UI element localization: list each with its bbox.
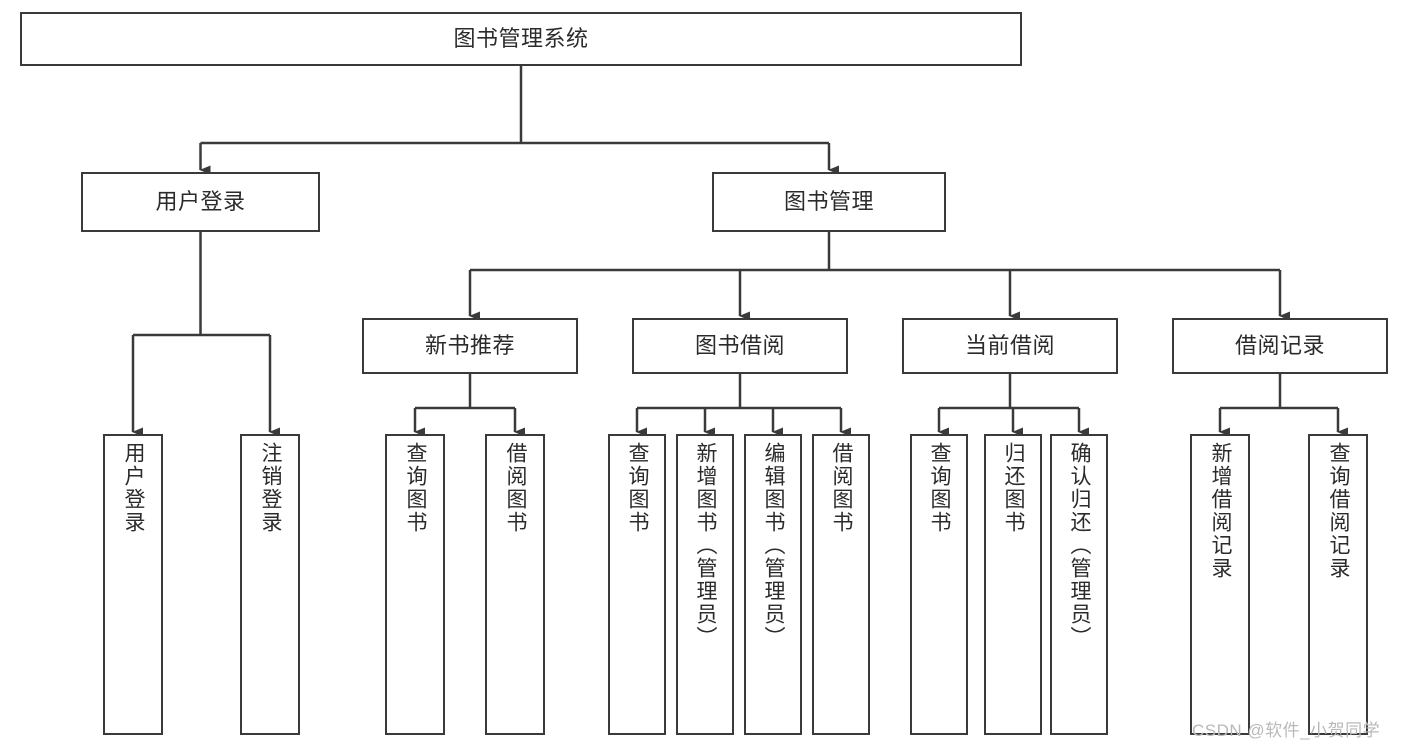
- node-records[interactable]: 借阅记录: [1172, 318, 1388, 374]
- node-leaf-nb-query[interactable]: 查询图书: [385, 434, 445, 735]
- node-label-newbook: 新书推荐: [424, 333, 515, 359]
- node-leaf-re-add[interactable]: 新增借阅记录: [1190, 434, 1250, 735]
- node-label-leaf-cu-query: 查询图书: [928, 442, 952, 534]
- node-leaf-bo-borrow[interactable]: 借阅图书: [812, 434, 870, 735]
- node-leaf-nb-borrow[interactable]: 借阅图书: [485, 434, 545, 735]
- node-label-records: 借阅记录: [1234, 333, 1325, 359]
- node-leaf-cu-query[interactable]: 查询图书: [910, 434, 968, 735]
- node-leaf-bo-edit[interactable]: 编辑图书（管理员）: [744, 434, 802, 735]
- node-label-borrow: 图书借阅: [694, 333, 785, 359]
- node-label-leaf-user-logout: 注销登录: [259, 442, 283, 534]
- node-leaf-re-query[interactable]: 查询借阅记录: [1308, 434, 1368, 735]
- node-label-leaf-cu-return: 归还图书: [1002, 442, 1026, 534]
- node-newbook[interactable]: 新书推荐: [362, 318, 578, 374]
- watermark-text: CSDN @软件_小贺同学: [1192, 721, 1381, 740]
- node-login[interactable]: 用户登录: [81, 172, 320, 232]
- node-leaf-bo-add[interactable]: 新增图书（管理员）: [676, 434, 734, 735]
- node-label-leaf-nb-borrow: 借阅图书: [504, 442, 528, 534]
- node-bookmgmt[interactable]: 图书管理: [712, 172, 946, 232]
- node-label-leaf-bo-add: 新增图书（管理员）: [694, 442, 718, 649]
- node-leaf-bo-query[interactable]: 查询图书: [608, 434, 666, 735]
- node-leaf-cu-return[interactable]: 归还图书: [984, 434, 1042, 735]
- node-leaf-cu-confirm[interactable]: 确认归还（管理员）: [1050, 434, 1108, 735]
- node-leaf-user-login[interactable]: 用户登录: [103, 434, 163, 735]
- node-label-leaf-bo-borrow: 借阅图书: [830, 442, 854, 534]
- node-label-bookmgmt: 图书管理: [783, 189, 874, 215]
- node-label-login: 用户登录: [155, 189, 246, 215]
- node-label-leaf-bo-edit: 编辑图书（管理员）: [762, 442, 786, 649]
- node-root[interactable]: 图书管理系统: [20, 12, 1022, 66]
- node-label-leaf-re-query: 查询借阅记录: [1327, 442, 1351, 580]
- node-label-root: 图书管理系统: [453, 26, 589, 52]
- node-current[interactable]: 当前借阅: [902, 318, 1118, 374]
- node-label-current: 当前借阅: [964, 333, 1055, 359]
- node-borrow[interactable]: 图书借阅: [632, 318, 848, 374]
- node-label-leaf-user-login: 用户登录: [122, 442, 146, 534]
- node-leaf-user-logout[interactable]: 注销登录: [240, 434, 300, 735]
- node-label-leaf-bo-query: 查询图书: [626, 442, 650, 534]
- node-label-leaf-cu-confirm: 确认归还（管理员）: [1068, 442, 1092, 649]
- edge-group: [131, 66, 1348, 437]
- node-label-leaf-nb-query: 查询图书: [404, 442, 428, 534]
- node-label-leaf-re-add: 新增借阅记录: [1209, 442, 1233, 580]
